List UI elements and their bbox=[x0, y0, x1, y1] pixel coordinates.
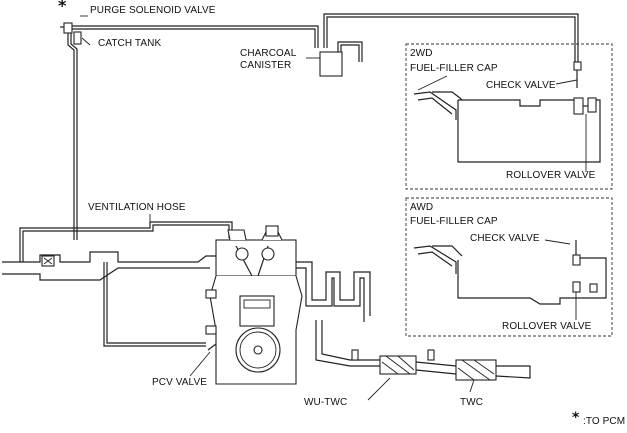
engine bbox=[205, 225, 303, 385]
intake-manifold bbox=[2, 251, 218, 281]
pcv-valve-label: PCV VALVE bbox=[152, 377, 207, 388]
ventilation-hose bbox=[19, 221, 233, 262]
to-pcm-label: :TO PCM bbox=[583, 416, 626, 427]
charcoal-canister-label-2: CANISTER bbox=[240, 60, 292, 71]
wu-twc-converter bbox=[379, 355, 417, 375]
panel-2wd-fuel-filler-cap: FUEL-FILLER CAP bbox=[410, 63, 498, 74]
charcoal-canister-label-1: CHARCOAL bbox=[240, 48, 297, 59]
purge-vertical-hose bbox=[67, 33, 75, 240]
oxygen-sensor-front bbox=[351, 349, 359, 361]
exhaust-manifold bbox=[296, 261, 380, 367]
purge-to-canister-line bbox=[72, 25, 319, 48]
panel-awd-title: AWD bbox=[410, 202, 434, 213]
ventilation-hose-label: VENTILATION HOSE bbox=[88, 202, 186, 213]
panel-awd bbox=[405, 197, 613, 337]
mid-pipe bbox=[415, 361, 457, 375]
canister-to-tank-line bbox=[323, 13, 579, 68]
purge-solenoid-valve-label: PURGE SOLENOID VALVE bbox=[90, 5, 216, 16]
panel-2wd-rollover-valve: ROLLOVER VALVE bbox=[506, 170, 596, 181]
to-pcm-asterisk: * bbox=[572, 410, 580, 426]
panel-awd-fuel-filler-cap: FUEL-FILLER CAP bbox=[410, 216, 498, 227]
panel-2wd-title: 2WD bbox=[410, 48, 433, 59]
charcoal-canister bbox=[306, 41, 363, 77]
oxygen-sensor-rear bbox=[427, 349, 435, 361]
tail-pipe bbox=[495, 365, 531, 379]
wu-twc-label: WU-TWC bbox=[304, 397, 348, 408]
catch-tank bbox=[73, 31, 82, 45]
panel-2wd-check-valve: CHECK VALVE bbox=[486, 80, 556, 91]
panel-2wd bbox=[405, 43, 613, 190]
panel-awd-rollover-valve: ROLLOVER VALVE bbox=[502, 321, 592, 332]
catch-tank-label: CATCH TANK bbox=[98, 38, 162, 49]
purge-solenoid-valve bbox=[60, 22, 73, 34]
panel-awd-check-valve: CHECK VALVE bbox=[470, 233, 540, 244]
catch-tank-leader bbox=[81, 37, 91, 46]
twc-converter bbox=[455, 359, 497, 381]
purge-asterisk: * bbox=[58, 0, 67, 15]
twc-label: TWC bbox=[460, 397, 484, 408]
pcv-hose bbox=[103, 262, 206, 347]
